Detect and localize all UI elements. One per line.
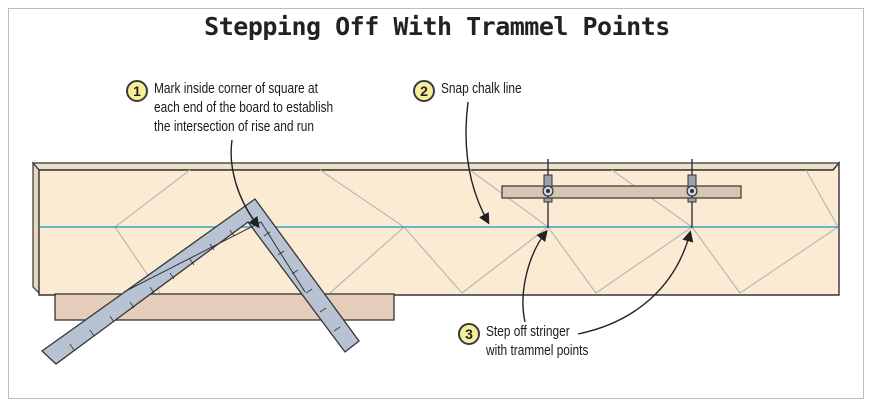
- step-layout-lines: [114, 169, 839, 294]
- callout-2-leader: [465, 101, 490, 225]
- callout-1-line-2: each end of the board to establish: [154, 100, 334, 116]
- callout-3: 3 Step off stringer with trammel points: [458, 323, 611, 361]
- callout-3-line-1: Step off stringer: [486, 324, 570, 340]
- callout-1-badge: 1: [126, 80, 148, 102]
- figure-frame: [8, 8, 864, 399]
- callout-1-line-1: Mark inside corner of square at: [154, 81, 318, 97]
- callout-1-text: Mark inside corner of square at each end…: [154, 80, 333, 137]
- callout-3-text: Step off stringer with trammel points: [486, 323, 588, 361]
- callout-3-leader-b: [577, 230, 694, 335]
- trammel-point-icon: [542, 159, 554, 228]
- callout-2-badge: 2: [413, 80, 435, 102]
- framing-square-icon: [40, 198, 360, 365]
- figure-title: Stepping Off With Trammel Points: [204, 12, 670, 41]
- callout-3-line-2: with trammel points: [486, 343, 589, 359]
- callout-1-leader: [230, 139, 260, 229]
- callout-2: 2 Snap chalk line: [413, 80, 539, 102]
- callout-1: 1 Mark inside corner of square at each e…: [126, 80, 372, 137]
- callout-2-line-1: Snap chalk line: [441, 81, 522, 97]
- callout-3-badge: 3: [458, 323, 480, 345]
- callout-3-leader-a: [522, 229, 548, 323]
- trammel-point-icon: [686, 159, 698, 228]
- trammel-bar: [501, 185, 742, 199]
- callout-1-line-3: the intersection of rise and run: [154, 119, 314, 135]
- callout-2-text: Snap chalk line: [441, 80, 522, 99]
